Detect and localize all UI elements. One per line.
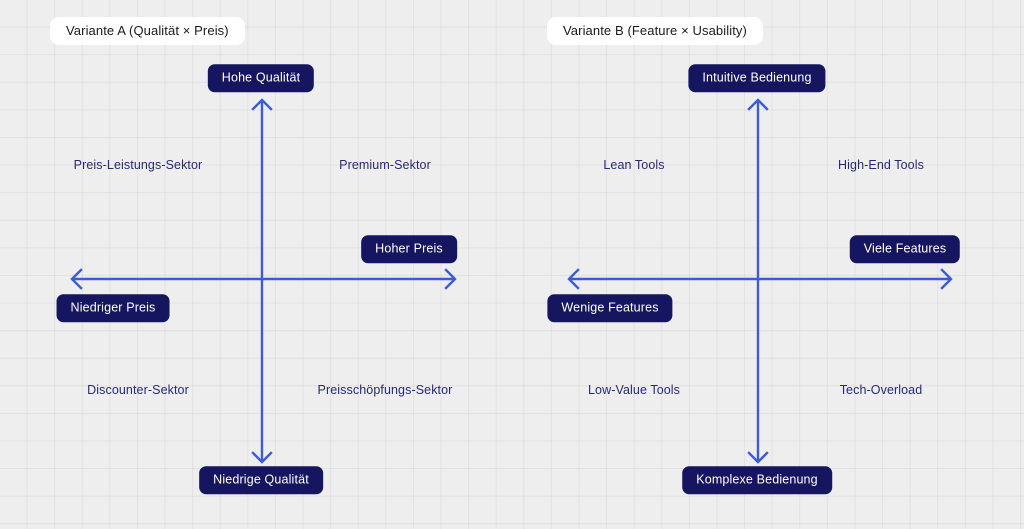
sector-label-top-right: High-End Tools [838, 157, 924, 172]
axis-chip-bottom[interactable]: Niedrige Qualität [199, 466, 323, 494]
sector-label-bottom-right: Tech-Overload [839, 382, 923, 397]
axis-chip-left[interactable]: Niedriger Preis [56, 294, 170, 322]
panel-title-variante-b: Variante B (Feature × Usability) [547, 17, 763, 45]
sector-label-bottom-left: Low-Value Tools [587, 382, 681, 397]
axis-chip-right[interactable]: Viele Features [849, 235, 961, 263]
axis-arrow-left [70, 268, 83, 290]
axis-arrow-right [940, 268, 953, 290]
panel-title-variante-a: Variante A (Qualität × Preis) [50, 17, 245, 45]
axis-chip-top[interactable]: Intuitive Bedienung [688, 64, 826, 92]
axis-arrow-right [444, 268, 457, 290]
axis-arrow-up [747, 98, 769, 111]
axis-chip-bottom[interactable]: Komplexe Bedienung [682, 466, 832, 494]
axis-arrow-down [747, 451, 769, 464]
sector-label-bottom-left: Discounter-Sektor [87, 382, 189, 397]
sector-label-top-left: Preis-Leistungs-Sektor [73, 157, 203, 172]
axis-arrow-down [251, 451, 273, 464]
sector-label-top-left: Lean Tools [603, 157, 665, 172]
axis-chip-left[interactable]: Wenige Features [547, 294, 673, 322]
axis-arrow-up [251, 98, 273, 111]
axis-arrow-left [567, 268, 580, 290]
axis-chip-right[interactable]: Hoher Preis [361, 235, 457, 263]
axis-chip-top[interactable]: Hohe Qualität [207, 64, 315, 92]
sector-label-bottom-right: Preisschöpfungs-Sektor [317, 382, 453, 397]
sector-label-top-right: Premium-Sektor [339, 157, 431, 172]
